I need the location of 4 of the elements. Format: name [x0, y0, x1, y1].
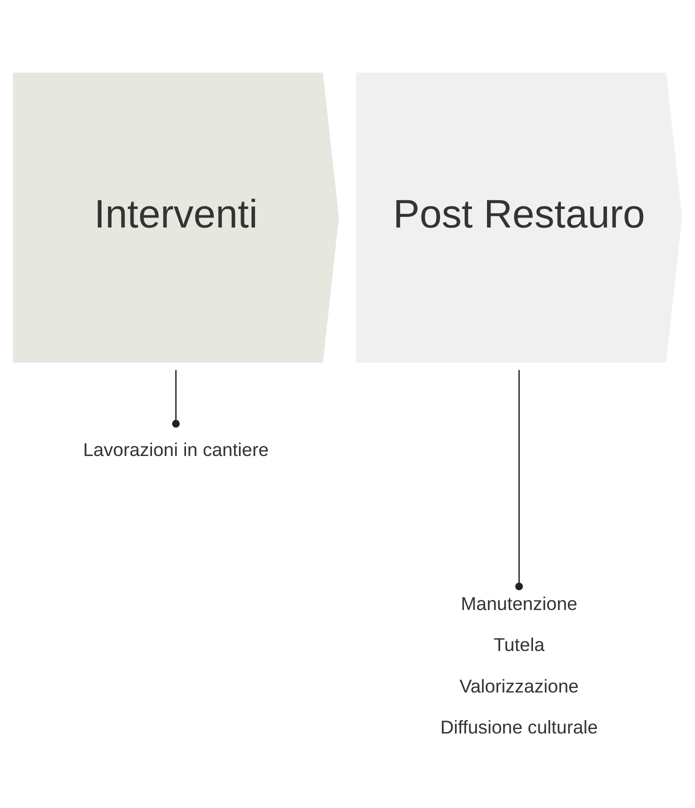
node-text: Lavorazioni in cantiere [83, 438, 269, 460]
node-text: Manutenzione Tutela Valorizzazione Diffusione culturale [440, 592, 598, 737]
connector [515, 370, 523, 590]
connector [172, 370, 180, 428]
